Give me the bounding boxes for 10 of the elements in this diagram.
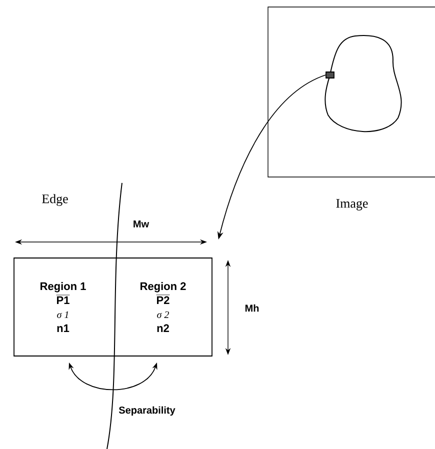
- dimension-label: Mw: [134, 220, 150, 228]
- dimension-label: Mh: [245, 304, 259, 312]
- edge-patch: [326, 72, 334, 78]
- region-cell: Region 1 P1 σ 1 n1: [40, 282, 86, 332]
- image-frame: Image: [268, 6, 435, 210]
- edge-label: Separability: [118, 406, 176, 416]
- node-label: Image: [336, 199, 368, 210]
- edge-name: Edge: [42, 194, 68, 206]
- region-cell: Region 2 P2 σ 2 n2: [140, 282, 186, 332]
- mask-box: [14, 258, 212, 356]
